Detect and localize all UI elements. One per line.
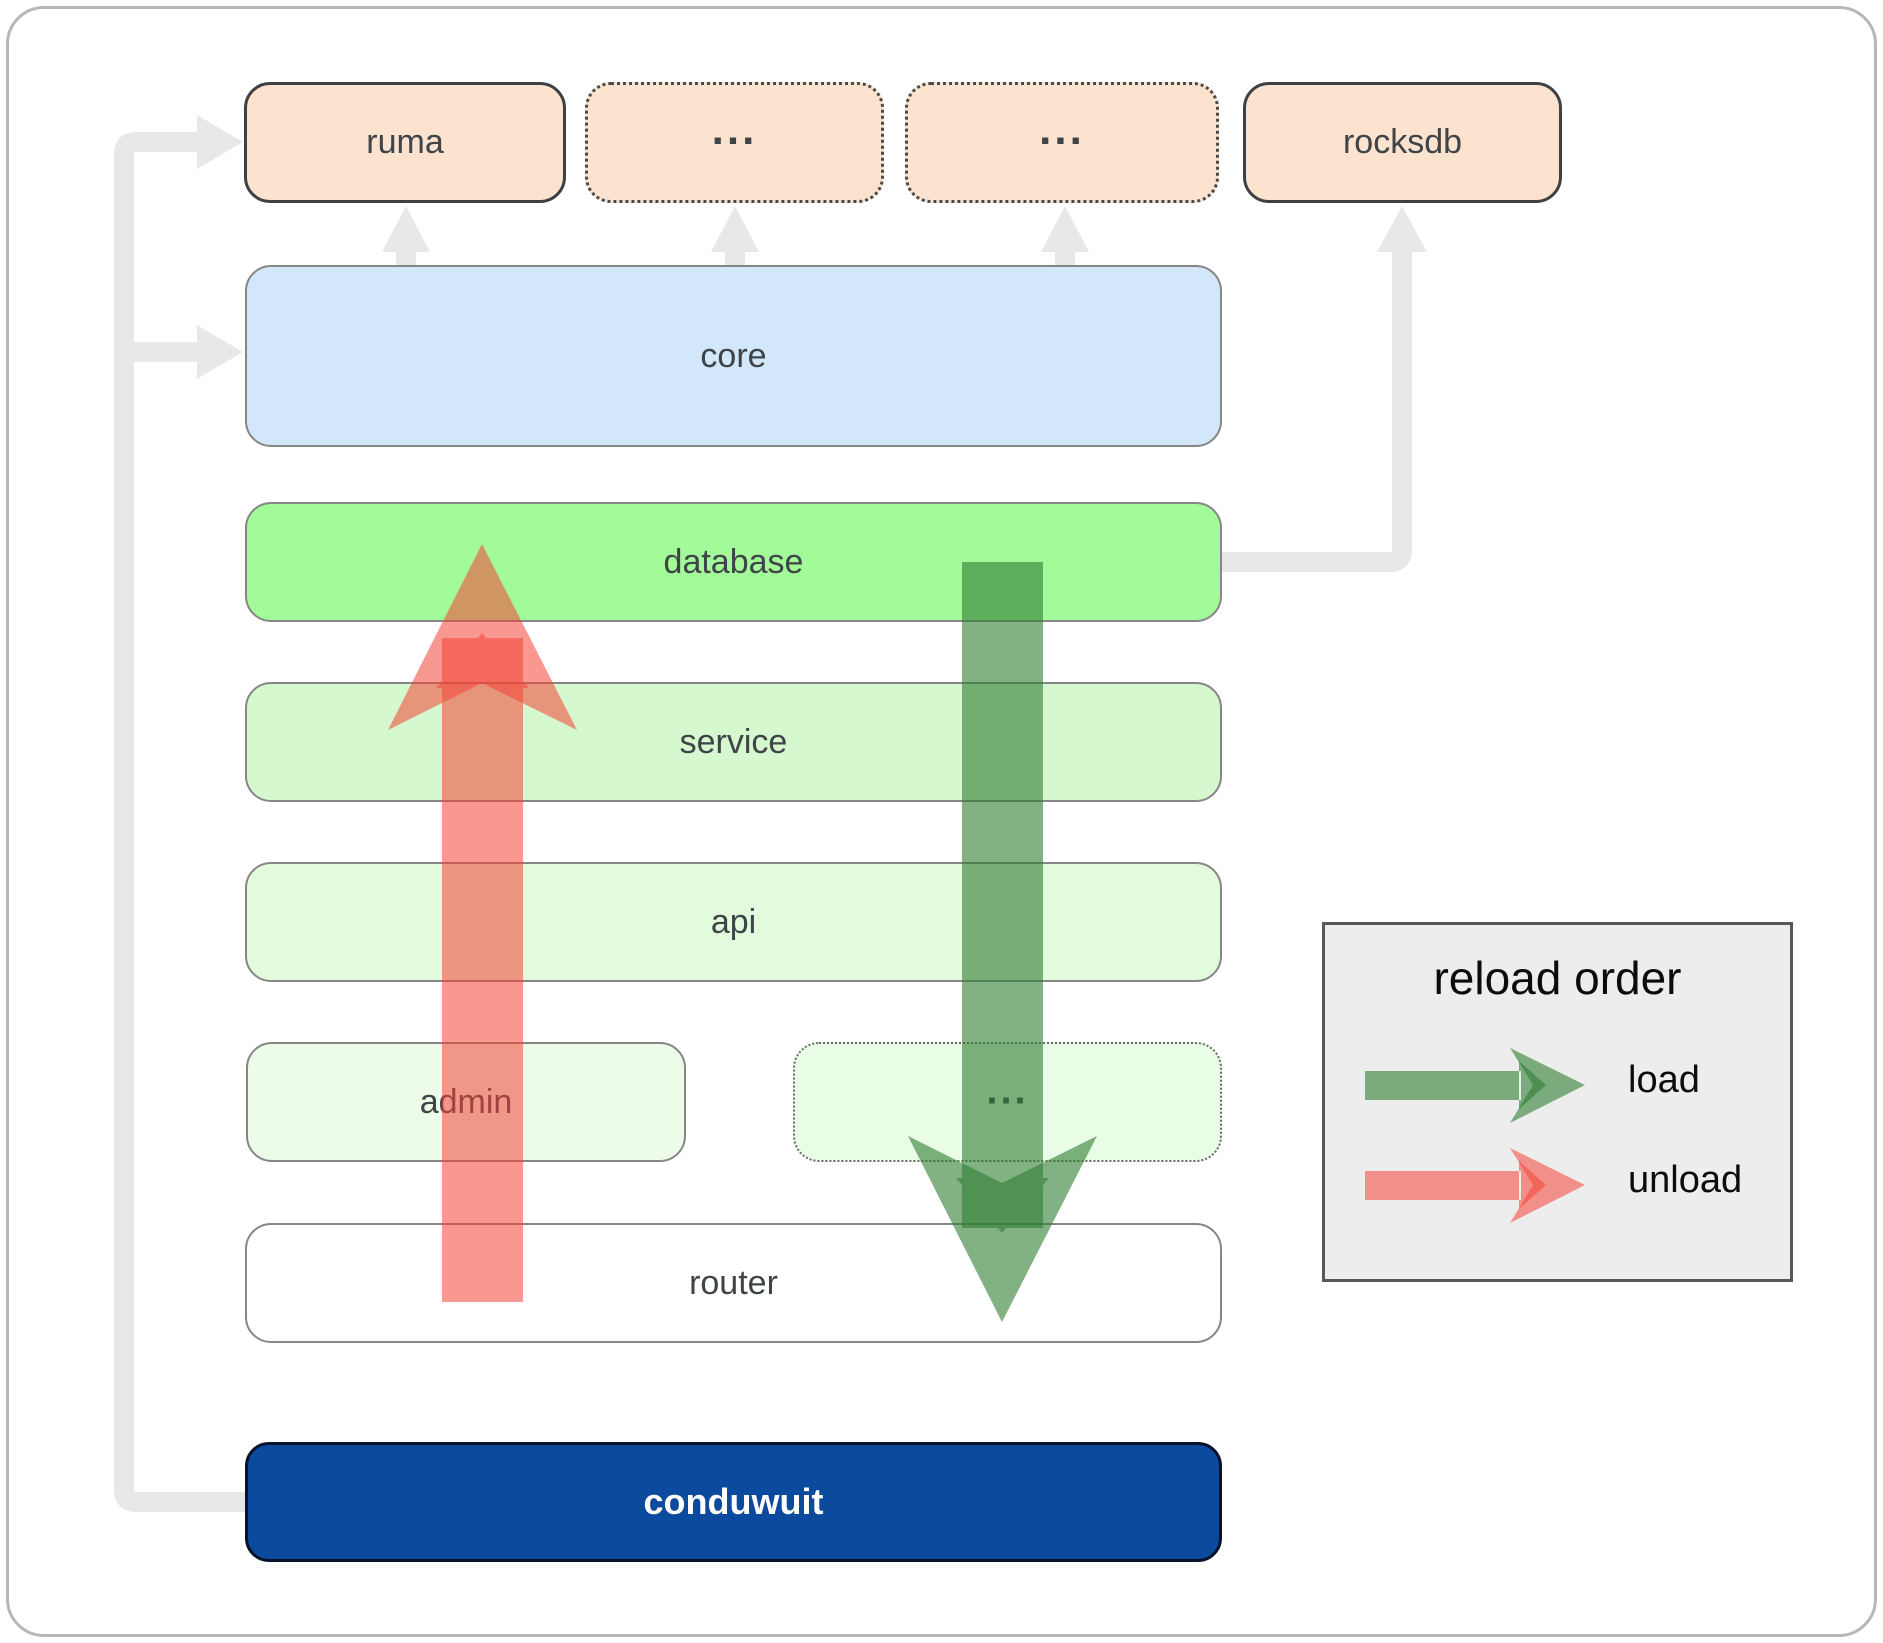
core-to-top-row-arrows: [382, 206, 1089, 266]
legend-load-head-icon: [1510, 1048, 1585, 1123]
database-to-rocksdb-line: [1222, 250, 1412, 572]
legend-load-label: load: [1628, 1059, 1700, 1101]
layer-database-label: database: [663, 542, 804, 581]
arrowhead-core-to-dots1-icon: [711, 206, 759, 252]
layer-service-label: service: [679, 722, 788, 761]
legend-arrows: [1365, 1048, 1585, 1223]
ellipsis-label: ...: [1039, 104, 1085, 154]
layer-admin-label: admin: [419, 1082, 513, 1121]
legend-title: reload order: [1433, 952, 1682, 1004]
ellipsis-label: ...: [986, 1067, 1029, 1112]
arrowhead-into-ruma-icon: [197, 115, 243, 169]
box-rocksdb-label: rocksdb: [1342, 123, 1463, 161]
arrowhead-core-to-ruma-icon: [382, 206, 430, 252]
arrowhead-core-to-dots2-icon: [1041, 206, 1089, 252]
layer-conduwuit-label: conduwuit: [643, 1481, 824, 1522]
legend-unload-shaft: [1365, 1161, 1546, 1209]
layer-core: core: [245, 265, 1222, 447]
arrowhead-into-rocksdb-icon: [1377, 206, 1427, 252]
layer-admin: admin: [246, 1042, 686, 1162]
layer-admin-ellipsis: ...: [793, 1042, 1222, 1162]
legend-unload-label: unload: [1628, 1159, 1743, 1201]
layer-router-label: router: [689, 1263, 778, 1302]
layer-service: service: [245, 682, 1222, 802]
layer-api: api: [245, 862, 1222, 982]
left-spine-line: [114, 132, 245, 1512]
legend-load-shaft: [1365, 1061, 1546, 1109]
legend-unload-head-icon: [1510, 1148, 1585, 1223]
arrowhead-into-core-icon: [197, 325, 243, 379]
box-ellipsis-top-2: ...: [905, 82, 1219, 203]
legend-load-arrow-icon: [1365, 1048, 1585, 1123]
box-ruma: ruma: [244, 82, 566, 203]
box-ellipsis-top-1: ...: [585, 82, 884, 203]
database-to-rocksdb-connector: [1222, 206, 1427, 572]
layer-conduwuit: conduwuit: [245, 1442, 1222, 1562]
layer-api-label: api: [710, 902, 757, 941]
layer-database: database: [245, 502, 1222, 622]
box-rocksdb: rocksdb: [1243, 82, 1562, 203]
ellipsis-label: ...: [711, 104, 758, 154]
legend-unload-arrow-icon: [1365, 1148, 1585, 1223]
layer-core-label: core: [700, 336, 767, 375]
layer-router: router: [245, 1223, 1222, 1343]
box-ruma-label: ruma: [366, 123, 444, 161]
conduwuit-to-left-spine-line: [114, 115, 245, 1512]
legend: reload order load unload: [1322, 922, 1793, 1282]
